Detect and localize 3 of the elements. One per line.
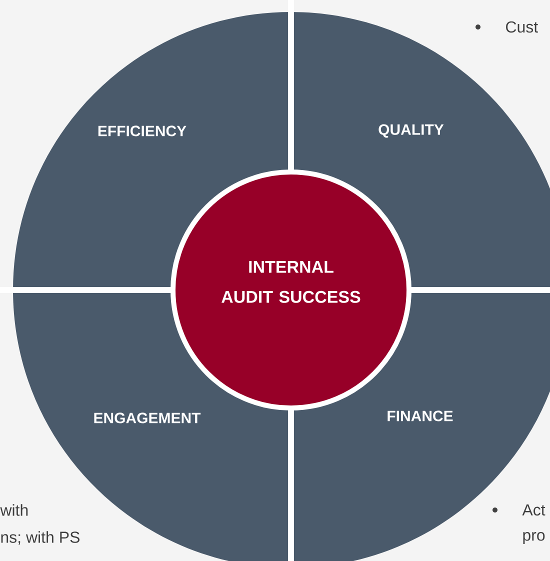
text-fragment: Act: [522, 504, 546, 516]
text-fragment: pro: [523, 532, 545, 544]
text-fragment: Cust: [506, 21, 538, 33]
